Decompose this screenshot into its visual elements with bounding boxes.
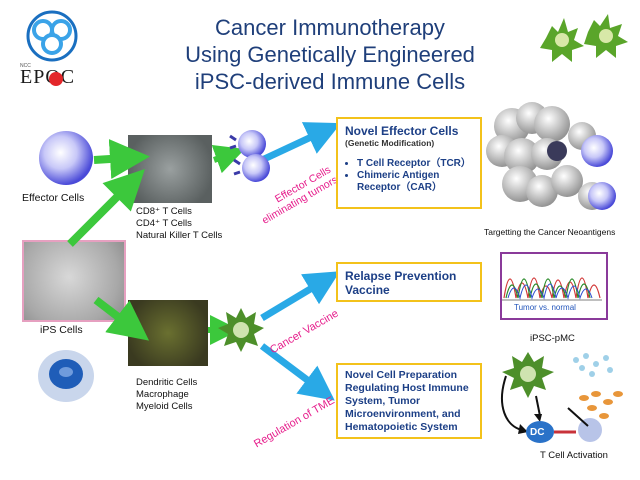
neoantigen-caption: Targetting the Cancer Neoantigens (484, 227, 616, 237)
arrow-ips-to-dc (93, 296, 150, 341)
title-line-1: Cancer Immunotherapy (215, 15, 445, 40)
title-line-2: Using Genetically Engineered (185, 42, 475, 67)
tcell-labels: CD8⁺ T Cells CD4⁺ T Cells Natural Killer… (136, 206, 222, 242)
ipsc-pmc-label: iPSC-pMC (530, 333, 575, 344)
dc-label: Macrophage (136, 389, 189, 400)
arrow-vaccine-blue (260, 271, 341, 322)
relapse-box: Relapse Prevention Vaccine (336, 262, 482, 302)
dc-label: Dendritic Cells (136, 377, 198, 388)
title-line-3: iPSC-derived Immune Cells (194, 69, 466, 94)
dendritic-cell-icon (218, 308, 264, 352)
logo-emblem-icon (26, 10, 78, 62)
relapse-line: Relapse Prevention (345, 269, 457, 283)
effector-cell-icon (39, 131, 93, 185)
chromatogram-icon (502, 277, 602, 301)
tcell-activation-label: T Cell Activation (540, 450, 608, 461)
novel-effector-subtitle: (Genetic Modification) (345, 138, 435, 148)
logo-red-dot-icon (49, 72, 63, 86)
novel-effector-title: Novel Effector Cells (345, 124, 459, 138)
arrow-tcell-to-cells (211, 144, 245, 174)
novel-cell-box: Novel Cell Preparation Regulating Host I… (336, 363, 482, 439)
novel-cell-line: Novel Cell Preparation (345, 369, 458, 381)
ips-cells-label: iPS Cells (40, 324, 83, 336)
novel-effector-item: T Cell Receptor（TCR） (357, 158, 473, 170)
novel-cell-line: Microenvironment, and (345, 408, 461, 420)
novel-effector-box: Novel Effector Cells (Genetic Modificati… (336, 117, 482, 209)
tcell-activation-diagram (501, 352, 623, 443)
dc-label: Myeloid Cells (136, 401, 193, 412)
arrow-effector-to-tcell (93, 139, 150, 179)
chromatogram-panel: Tumor vs. normal (500, 252, 608, 320)
novel-cell-line: Hematopoietic System (345, 421, 458, 433)
dc-label-tag: DC (530, 427, 545, 438)
ips-stained-cell-icon (38, 350, 94, 402)
arrow-ips-to-tcell (67, 169, 145, 247)
relapse-line: Vaccine (345, 283, 390, 297)
green-cells-icon (540, 14, 628, 62)
effector-cells-label: Effector Cells (22, 192, 85, 204)
page-title: Cancer Immunotherapy Using Genetically E… (120, 14, 540, 95)
novel-cell-line: System, Tumor (345, 395, 421, 407)
arrow-tme-blue (259, 343, 335, 401)
tcell-label: Natural Killer T Cells (136, 230, 223, 241)
chromatogram-caption: Tumor vs. normal (514, 303, 576, 312)
tcell-label: CD4⁺ T Cells (136, 218, 192, 229)
logo-small-text: NCC (20, 63, 31, 69)
dc-labels: Dendritic Cells Macrophage Myeloid Cells (136, 377, 197, 413)
neoantigen-structure-icon (486, 102, 616, 210)
novel-cell-line: Regulating Host Immune (345, 382, 469, 394)
novel-effector-item: Chimeric Antigen Receptor（CAR） (357, 170, 473, 194)
engineered-effector-cells-icon (229, 130, 270, 182)
tcell-label: CD8⁺ T Cells (136, 206, 192, 217)
arrow-effector-blue (260, 122, 342, 164)
logo: NCC EPOC (18, 10, 88, 90)
